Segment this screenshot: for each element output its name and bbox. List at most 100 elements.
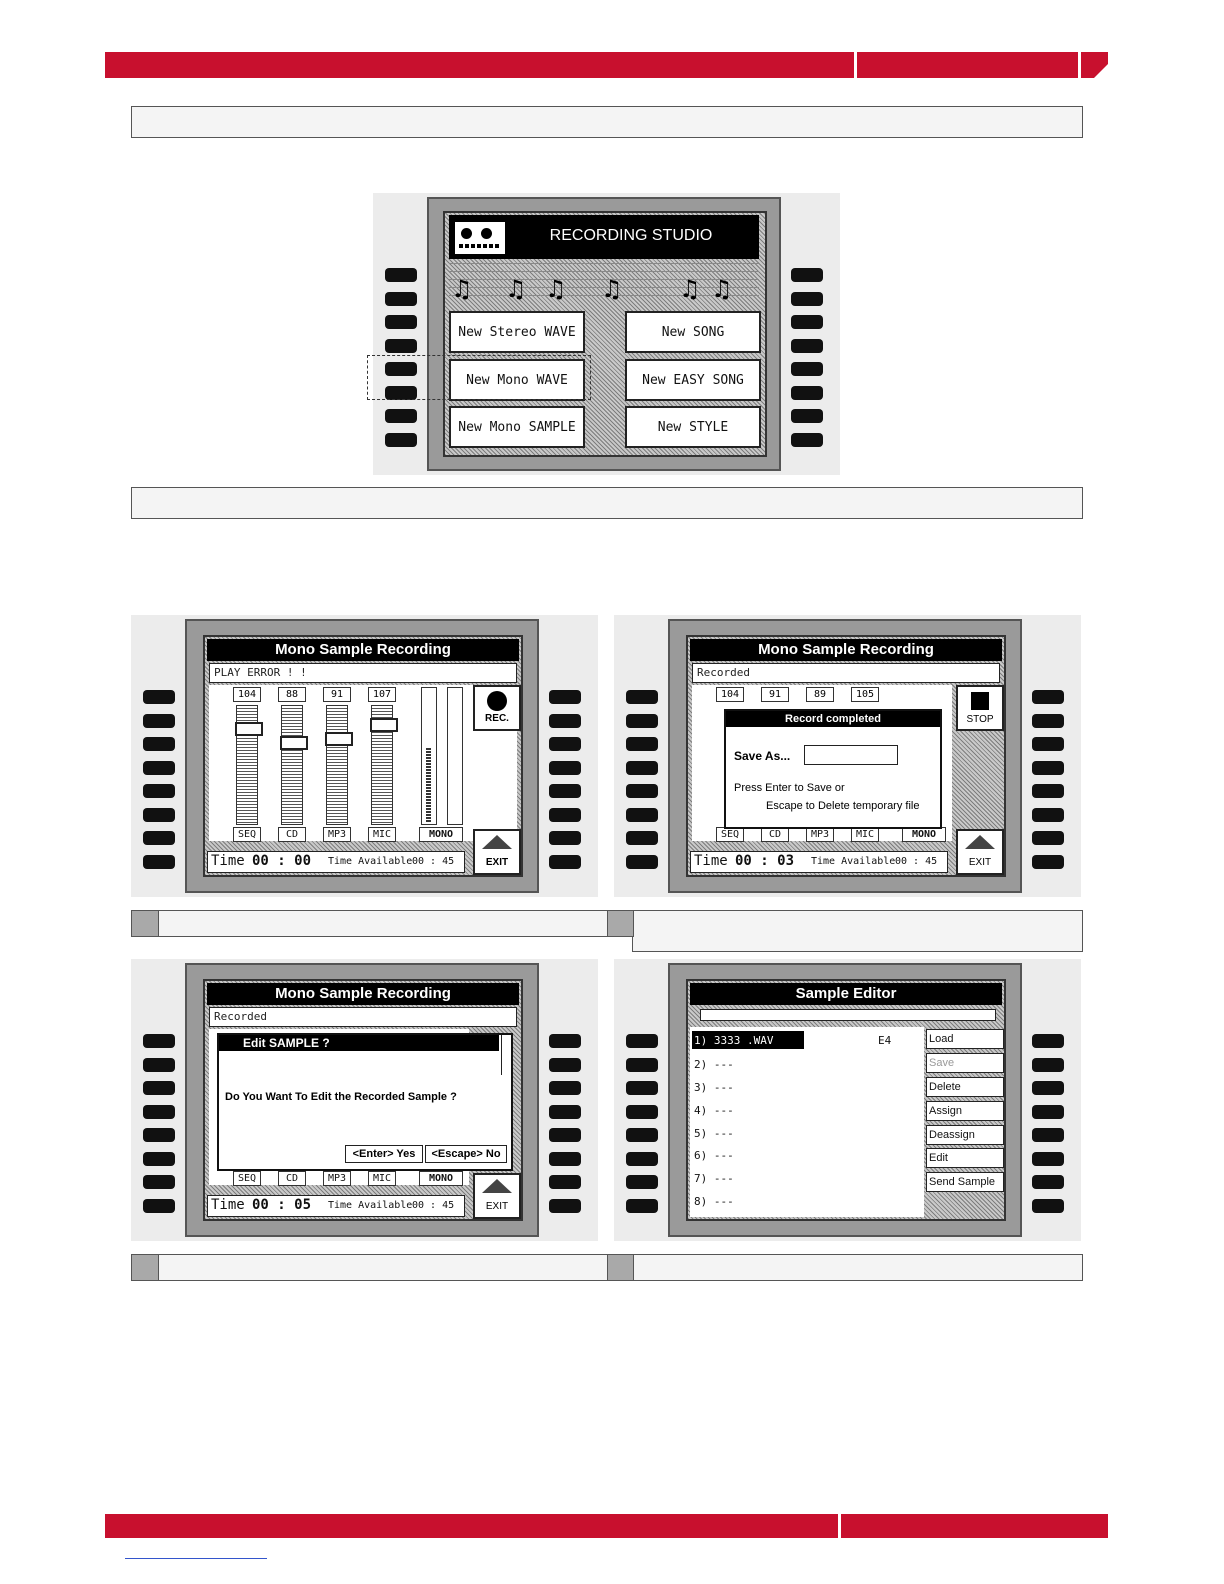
seq-fader[interactable] xyxy=(235,705,263,825)
side-button-d[interactable] xyxy=(143,1105,175,1119)
side-button-f3[interactable] xyxy=(1032,737,1064,751)
stop-button[interactable]: STOP xyxy=(956,685,1004,731)
load-button[interactable]: Load xyxy=(926,1029,1004,1049)
escape-no-button[interactable]: <Escape> No xyxy=(425,1145,507,1163)
new-mono-sample-button[interactable]: New Mono SAMPLE xyxy=(449,406,585,448)
side-button-h[interactable] xyxy=(626,855,658,869)
dialog-scrollbar[interactable] xyxy=(501,1035,510,1075)
side-button-f2[interactable] xyxy=(1032,714,1064,728)
side-button-f3[interactable] xyxy=(1032,1081,1064,1095)
side-button-f4[interactable] xyxy=(549,1105,581,1119)
side-button-f2[interactable] xyxy=(1032,1058,1064,1072)
side-button-f[interactable] xyxy=(626,808,658,822)
side-button-a[interactable] xyxy=(385,268,417,282)
side-button-f1[interactable] xyxy=(549,1034,581,1048)
side-button-c[interactable] xyxy=(626,737,658,751)
side-button-f6[interactable] xyxy=(791,386,823,400)
list-item[interactable]: 5) --- xyxy=(694,1127,734,1140)
side-button-f5[interactable] xyxy=(1032,1128,1064,1142)
side-button-b[interactable] xyxy=(626,1058,658,1072)
side-button-f4[interactable] xyxy=(549,761,581,775)
side-button-f1[interactable] xyxy=(791,268,823,282)
side-button-e[interactable] xyxy=(626,784,658,798)
list-item[interactable]: 1) 3333 .WAV xyxy=(694,1034,774,1047)
send-sample-button[interactable]: Send Sample xyxy=(926,1172,1004,1192)
side-button-f8[interactable] xyxy=(1032,855,1064,869)
list-item[interactable]: 4) --- xyxy=(694,1104,734,1117)
side-button-f6[interactable] xyxy=(549,1152,581,1166)
new-style-button[interactable]: New STYLE xyxy=(625,406,761,448)
side-button-f1[interactable] xyxy=(1032,1034,1064,1048)
enter-yes-button[interactable]: <Enter> Yes xyxy=(345,1145,423,1163)
side-button-f7[interactable] xyxy=(549,831,581,845)
fader-knob[interactable] xyxy=(325,732,353,746)
side-button-f7[interactable] xyxy=(1032,1175,1064,1189)
side-button-f7[interactable] xyxy=(791,409,823,423)
list-item[interactable]: 7) --- xyxy=(694,1172,734,1185)
side-button-f2[interactable] xyxy=(549,1058,581,1072)
side-button-e[interactable] xyxy=(143,1128,175,1142)
side-button-f8[interactable] xyxy=(791,433,823,447)
side-button-f7[interactable] xyxy=(1032,831,1064,845)
list-item[interactable]: 6) --- xyxy=(694,1149,734,1162)
side-button-f3[interactable] xyxy=(791,315,823,329)
side-button-c[interactable] xyxy=(143,1081,175,1095)
side-button-e[interactable] xyxy=(143,784,175,798)
side-button-f5[interactable] xyxy=(791,362,823,376)
mic-fader[interactable] xyxy=(370,705,398,825)
side-button-a[interactable] xyxy=(143,690,175,704)
mp3-fader[interactable] xyxy=(325,705,353,825)
side-button-d[interactable] xyxy=(626,1105,658,1119)
assign-button[interactable]: Assign xyxy=(926,1101,1004,1121)
side-button-f8[interactable] xyxy=(549,855,581,869)
side-button-h[interactable] xyxy=(143,1199,175,1213)
rec-button[interactable]: REC. xyxy=(473,685,521,731)
side-button-d[interactable] xyxy=(626,761,658,775)
side-button-f5[interactable] xyxy=(1032,784,1064,798)
side-button-f7[interactable] xyxy=(549,1175,581,1189)
side-button-f1[interactable] xyxy=(1032,690,1064,704)
side-button-b[interactable] xyxy=(143,1058,175,1072)
new-song-button[interactable]: New SONG xyxy=(625,311,761,353)
side-button-f3[interactable] xyxy=(549,1081,581,1095)
side-button-f8[interactable] xyxy=(1032,1199,1064,1213)
list-item[interactable]: 3) --- xyxy=(694,1081,734,1094)
side-button-g[interactable] xyxy=(626,831,658,845)
list-item[interactable]: 8) --- xyxy=(694,1195,734,1208)
fader-knob[interactable] xyxy=(280,736,308,750)
side-button-e[interactable] xyxy=(385,362,417,376)
cd-fader[interactable] xyxy=(280,705,308,825)
side-button-b[interactable] xyxy=(143,714,175,728)
side-button-f4[interactable] xyxy=(1032,1105,1064,1119)
side-button-g[interactable] xyxy=(143,1175,175,1189)
side-button-a[interactable] xyxy=(626,690,658,704)
edit-button[interactable]: Edit xyxy=(926,1148,1004,1168)
side-button-h[interactable] xyxy=(626,1199,658,1213)
list-item[interactable]: 2) --- xyxy=(694,1058,734,1071)
side-button-c[interactable] xyxy=(385,315,417,329)
side-button-f3[interactable] xyxy=(549,737,581,751)
fader-knob[interactable] xyxy=(235,722,263,736)
side-button-f5[interactable] xyxy=(549,1128,581,1142)
side-button-f6[interactable] xyxy=(549,808,581,822)
side-button-d[interactable] xyxy=(385,339,417,353)
side-button-d[interactable] xyxy=(143,761,175,775)
save-button[interactable]: Save xyxy=(926,1053,1004,1073)
side-button-e[interactable] xyxy=(626,1128,658,1142)
side-button-f6[interactable] xyxy=(1032,1152,1064,1166)
side-button-f[interactable] xyxy=(626,1152,658,1166)
save-as-input[interactable] xyxy=(804,745,898,765)
exit-button[interactable]: EXIT xyxy=(956,829,1004,875)
delete-button[interactable]: Delete xyxy=(926,1077,1004,1097)
side-button-b[interactable] xyxy=(385,292,417,306)
side-button-b[interactable] xyxy=(626,714,658,728)
side-button-g[interactable] xyxy=(385,409,417,423)
new-easy-song-button[interactable]: New EASY SONG xyxy=(625,359,761,401)
new-stereo-wave-button[interactable]: New Stereo WAVE xyxy=(449,311,585,353)
side-button-h[interactable] xyxy=(385,433,417,447)
side-button-f2[interactable] xyxy=(549,714,581,728)
side-button-f5[interactable] xyxy=(549,784,581,798)
side-button-c[interactable] xyxy=(626,1081,658,1095)
side-button-f2[interactable] xyxy=(791,292,823,306)
side-button-a[interactable] xyxy=(626,1034,658,1048)
